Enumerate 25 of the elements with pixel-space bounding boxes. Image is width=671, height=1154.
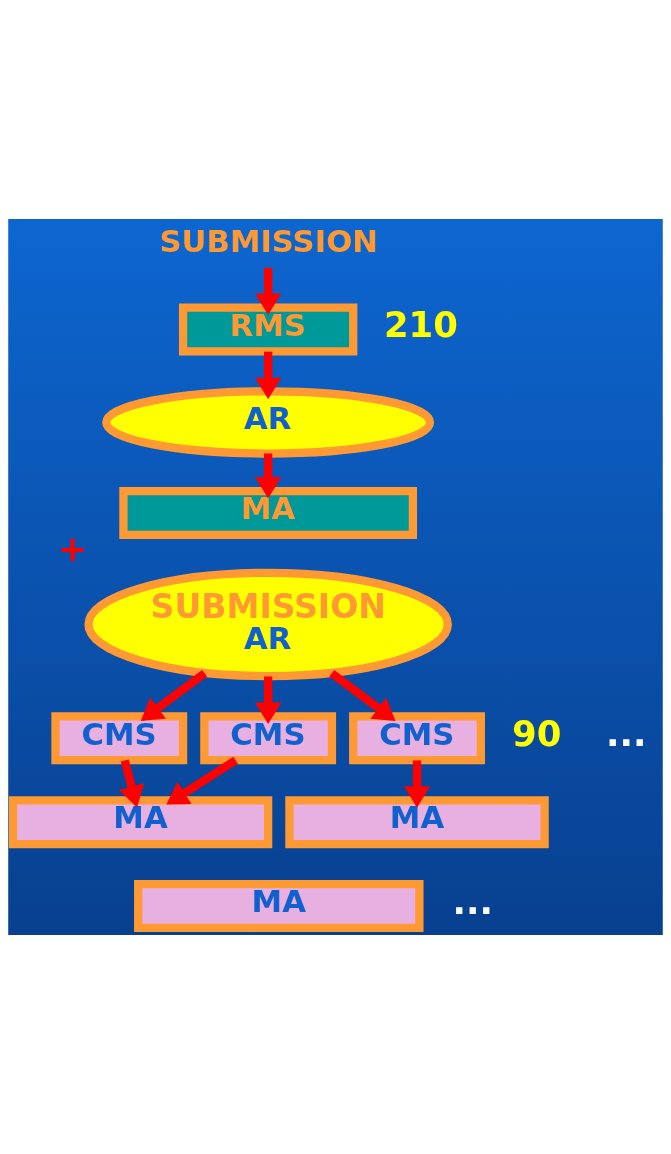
label: 90 <box>512 712 562 754</box>
arrow <box>329 669 396 721</box>
node-box: MA <box>8 796 273 849</box>
arrow <box>255 453 282 499</box>
node-box: CMS <box>200 712 337 765</box>
node-box: CMS <box>51 712 188 765</box>
label: 210 <box>383 304 458 346</box>
node-ellipse: SUBMISSION AR <box>84 568 452 681</box>
label: ... <box>452 880 493 922</box>
arrow <box>140 669 208 721</box>
arrow <box>255 351 282 400</box>
node-ellipse: AR <box>102 387 435 458</box>
node-box: RMS <box>178 303 358 356</box>
arrow <box>255 267 282 315</box>
arrow <box>118 759 145 808</box>
arrow <box>255 676 282 725</box>
arrow <box>403 760 431 808</box>
node-box: MA <box>285 796 549 849</box>
node-box: CMS <box>349 712 485 765</box>
node-label: + <box>57 527 88 569</box>
node-box: MA <box>134 880 424 933</box>
node-text: SUBMISSION <box>159 222 378 259</box>
label: ... <box>606 712 647 754</box>
node-box: MA <box>119 487 418 539</box>
arrow <box>166 756 238 805</box>
